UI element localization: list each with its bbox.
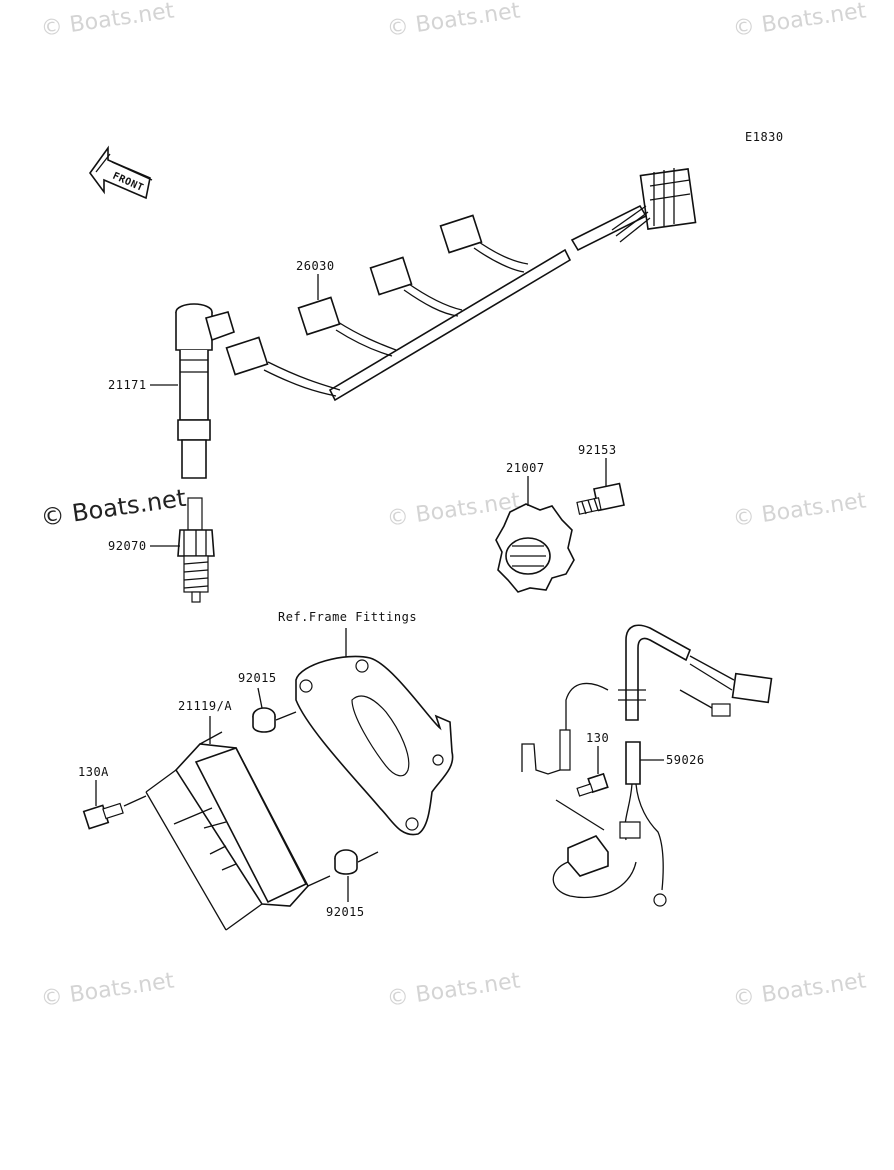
watermark-mid-left: © Boats.net <box>39 484 188 532</box>
watermark-bottom-center: © Boats.net <box>385 968 522 1011</box>
bolt-92153[interactable] <box>576 458 625 515</box>
part-label-21007[interactable]: 21007 <box>506 461 545 475</box>
spacer-bottom[interactable] <box>334 849 379 902</box>
part-label-59026[interactable]: 59026 <box>666 753 705 767</box>
bolt-130[interactable] <box>576 746 609 797</box>
spacer-top[interactable] <box>252 687 297 733</box>
watermark-top-center: © Boats.net <box>385 0 522 42</box>
watermark-top-left: © Boats.net <box>39 0 176 42</box>
watermark-bottom-left: © Boats.net <box>39 968 176 1011</box>
ignition-coil[interactable] <box>150 303 235 479</box>
part-label-21171[interactable]: 21171 <box>108 378 147 392</box>
ecu-unit[interactable] <box>145 716 331 931</box>
wiring-harness[interactable] <box>225 168 697 402</box>
leader-92015a <box>257 687 263 709</box>
watermark-mid-right: © Boats.net <box>731 488 868 531</box>
part-label-92015-bottom[interactable]: 92015 <box>326 905 365 919</box>
part-label-92153[interactable]: 92153 <box>578 443 617 457</box>
spark-plug[interactable] <box>150 497 215 603</box>
watermark-bottom-right: © Boats.net <box>731 968 868 1011</box>
part-label-130a[interactable]: 130A <box>78 765 109 779</box>
part-label-92070[interactable]: 92070 <box>108 539 147 553</box>
ref-frame-label: Ref.Frame Fittings <box>278 610 417 624</box>
part-label-26030[interactable]: 26030 <box>296 259 335 273</box>
part-label-130[interactable]: 130 <box>586 731 609 745</box>
frame-bracket <box>295 655 454 836</box>
part-label-21119a[interactable]: 21119/A <box>178 699 232 713</box>
part-label-92015-top[interactable]: 92015 <box>238 671 277 685</box>
diagram-code: E1830 <box>745 130 784 144</box>
sub-harness[interactable] <box>521 624 773 907</box>
watermark-top-right: © Boats.net <box>731 0 868 42</box>
front-arrow-icon: FRONT <box>89 145 153 200</box>
bolt-130a[interactable] <box>82 780 147 830</box>
sensor-rotor[interactable] <box>495 476 575 593</box>
watermark-mid-center: © Boats.net <box>385 488 522 531</box>
watermarks: © Boats.net © Boats.net © Boats.net © Bo… <box>39 0 868 1012</box>
